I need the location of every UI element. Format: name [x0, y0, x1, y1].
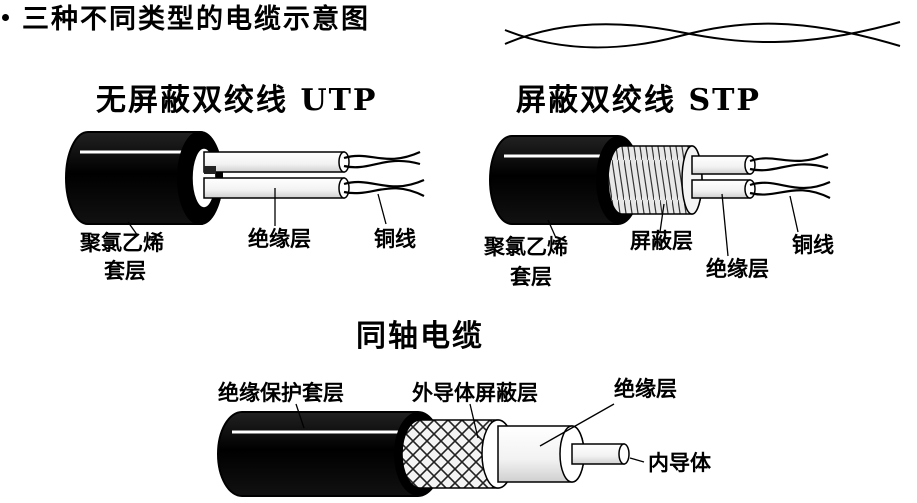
stp-insulation-label: 绝缘层: [706, 256, 769, 281]
utp-jacket-label-line1: 聚氯乙烯: [80, 230, 164, 255]
stp-wire-label: 铜线: [792, 232, 834, 257]
stp-shield-label: 屏蔽层: [630, 228, 693, 253]
coax-jacket-label: 绝缘保护套层: [218, 380, 344, 405]
utp-title: 无屏蔽双绞线 UTP: [96, 83, 378, 118]
coax-insulation-label: 绝缘层: [614, 376, 677, 401]
utp-jacket-label-line2: 套层: [104, 258, 146, 283]
coax-title: 同轴电缆: [356, 319, 484, 354]
page-title: 三种不同类型的电缆示意图: [22, 4, 370, 35]
coax-outer-shield-label: 外导体屏蔽层: [412, 380, 538, 405]
stp-jacket-label-line2: 套层: [510, 264, 552, 289]
utp-insulation-label: 绝缘层: [248, 226, 311, 251]
utp-cable: [65, 131, 425, 237]
stp-jacket-label-line1: 聚氯乙烯: [484, 234, 568, 259]
stp-cable: [489, 135, 831, 257]
coax-cable: [217, 403, 645, 497]
bullet-dot: [2, 14, 9, 21]
coax-inner-conductor-label: 内导体: [648, 450, 711, 475]
twisted-pair-symbol: [504, 21, 901, 49]
stp-title: 屏蔽双绞线 STP: [516, 83, 761, 118]
utp-wire-label: 铜线: [374, 226, 416, 251]
